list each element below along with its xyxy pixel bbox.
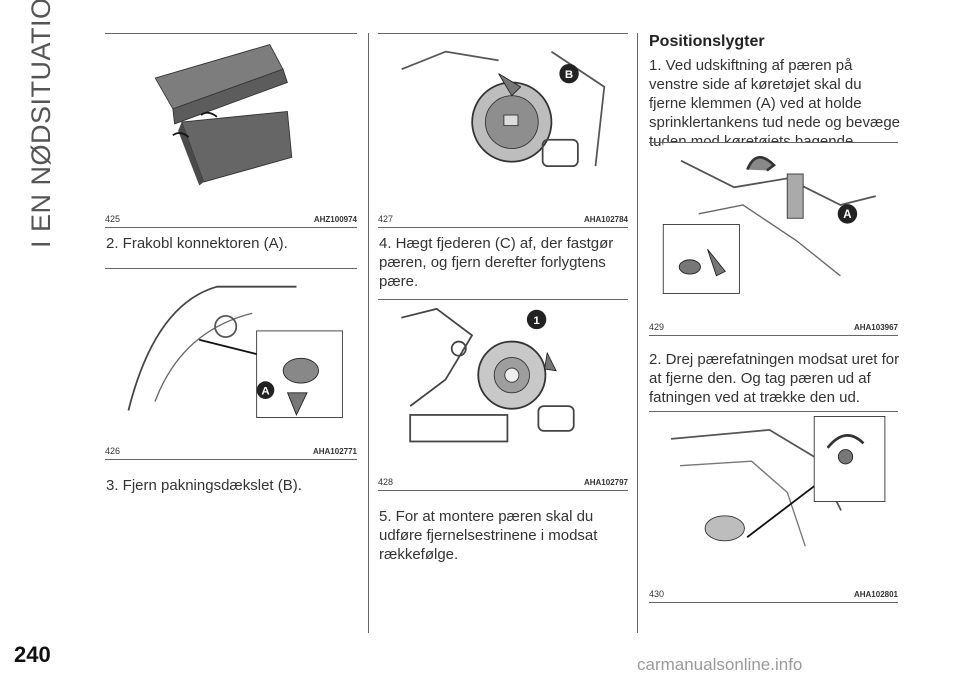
- column-divider: [368, 33, 369, 633]
- figure-number: 429: [649, 322, 665, 332]
- page-number: 240: [14, 642, 51, 667]
- step-release-spring: 4. Hægt fjederen (C) af, der fastgør pær…: [379, 235, 614, 290]
- figure-427: B 427 AHA102784: [378, 33, 628, 228]
- figure-code: AHA102771: [312, 447, 357, 456]
- step-remove-cover: 3. Fjern pakningsdækslet (B).: [106, 477, 302, 494]
- step-mount: 5. For at montere pæren skal du udføre f…: [379, 508, 598, 563]
- figure-number: 426: [105, 446, 121, 456]
- callout-label: 1: [533, 315, 540, 327]
- figure-code: AHA102784: [583, 215, 628, 224]
- step-disconnect: 2. Frakobl konnektoren (A).: [106, 235, 288, 252]
- figure-number: 428: [378, 477, 394, 487]
- figure-426: A 426 AHA102771: [105, 268, 357, 460]
- spring-clip-illustration: 1: [392, 300, 614, 449]
- pos-step1: 1. Ved udskiftning af pæren på venstre s…: [649, 57, 901, 150]
- figure-code: AHZ100974: [313, 215, 357, 224]
- figure-430: 430 AHA102801: [649, 411, 898, 603]
- fuse-box-illustration: [120, 34, 342, 186]
- figure-code: AHA102797: [583, 478, 628, 487]
- figure-caption: 426 AHA102771: [105, 442, 357, 456]
- figure-code: AHA103967: [853, 323, 898, 332]
- figure-number: 430: [649, 589, 665, 599]
- pos-step2: 2. Drej pærefatningen modsat uret for at…: [649, 351, 900, 406]
- positionslygter-heading: Positionslygter: [649, 33, 765, 50]
- figure-caption: 427 AHA102784: [378, 210, 628, 224]
- figure-number: 427: [378, 214, 394, 224]
- figure-code: AHA102801: [853, 590, 898, 599]
- callout-label: B: [565, 69, 573, 81]
- figure-caption: 425 AHZ100974: [105, 210, 357, 224]
- watermark: carmanualsonline.info: [637, 655, 803, 674]
- column-divider: [637, 33, 638, 633]
- figure-number: 425: [105, 214, 121, 224]
- figure-429: A 429 AHA103967: [649, 142, 898, 336]
- bulb-socket-illustration: [662, 412, 886, 565]
- section-title: I EN NØDSITUATION: [26, 0, 56, 248]
- callout-label: A: [261, 386, 269, 398]
- figure-425: 425 AHZ100974: [105, 33, 357, 228]
- figure-428: 1 428 AHA102797: [378, 299, 628, 491]
- figure-caption: 430 AHA102801: [649, 585, 898, 599]
- reservoir-clip-illustration: A: [662, 143, 884, 294]
- figure-caption: 428 AHA102797: [378, 473, 628, 487]
- figure-caption: 429 AHA103967: [649, 318, 898, 332]
- connector-illustration: A: [119, 269, 343, 418]
- dust-cover-illustration: B: [392, 34, 614, 184]
- callout-label: A: [843, 209, 851, 221]
